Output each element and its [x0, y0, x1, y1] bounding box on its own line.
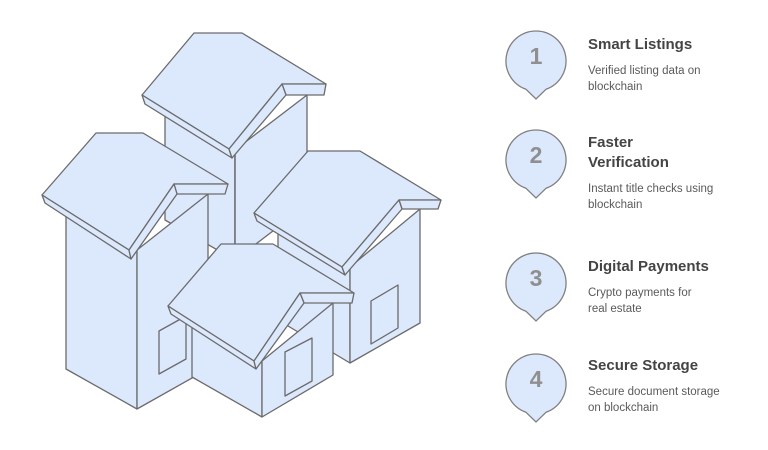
step-title: Digital Payments: [588, 258, 709, 275]
step-number: 2: [529, 142, 543, 168]
step-number: 3: [529, 265, 543, 291]
houses-illustration: [41, 32, 442, 418]
step-title: Secure Storage: [588, 357, 699, 374]
step-description: Verified listing data on blockchain: [588, 65, 701, 93]
step-title: Faster Verification: [588, 134, 669, 171]
step-description: Crypto payments for real estate: [588, 287, 692, 315]
step-title: Smart Listings: [588, 36, 693, 53]
front-house: [167, 243, 355, 418]
numbered-pin-icon: 3: [503, 251, 569, 327]
step-description: Instant title checks using blockchain: [588, 183, 714, 211]
step-description: Secure document storage on blockchain: [588, 386, 720, 414]
numbered-pin-icon: 2: [503, 128, 569, 204]
numbered-pin-icon: 4: [503, 352, 569, 428]
step-number: 1: [529, 43, 543, 69]
numbered-pin-icon: 1: [503, 29, 569, 105]
step-number: 4: [529, 366, 543, 392]
steps-list: 1 Smart Listings Verified listing data o…: [500, 0, 768, 445]
